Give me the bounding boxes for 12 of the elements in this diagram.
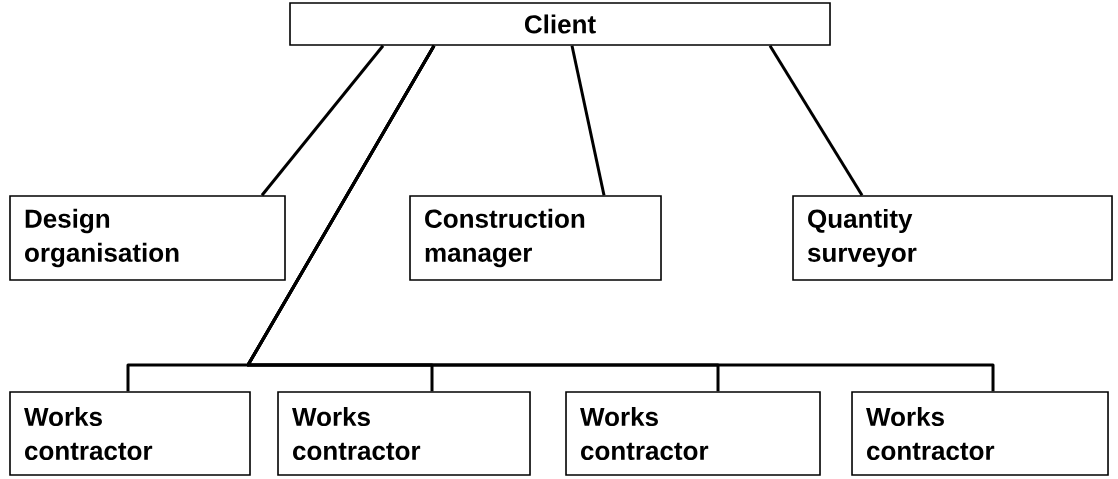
role-box: Quantity surveyor <box>792 195 1113 281</box>
role-box: Works contractor <box>9 391 251 476</box>
connector-line <box>260 44 385 197</box>
role-box: Construction manager <box>409 195 662 281</box>
connector-line <box>246 45 995 392</box>
connector-line <box>570 45 606 196</box>
role-box: Works contractor <box>565 391 821 476</box>
role-box: Works contractor <box>277 391 531 476</box>
connector-line <box>768 45 864 196</box>
role-box: Design organisation <box>9 195 286 281</box>
client-box: Client <box>289 2 831 46</box>
role-box: Works contractor <box>851 391 1109 476</box>
